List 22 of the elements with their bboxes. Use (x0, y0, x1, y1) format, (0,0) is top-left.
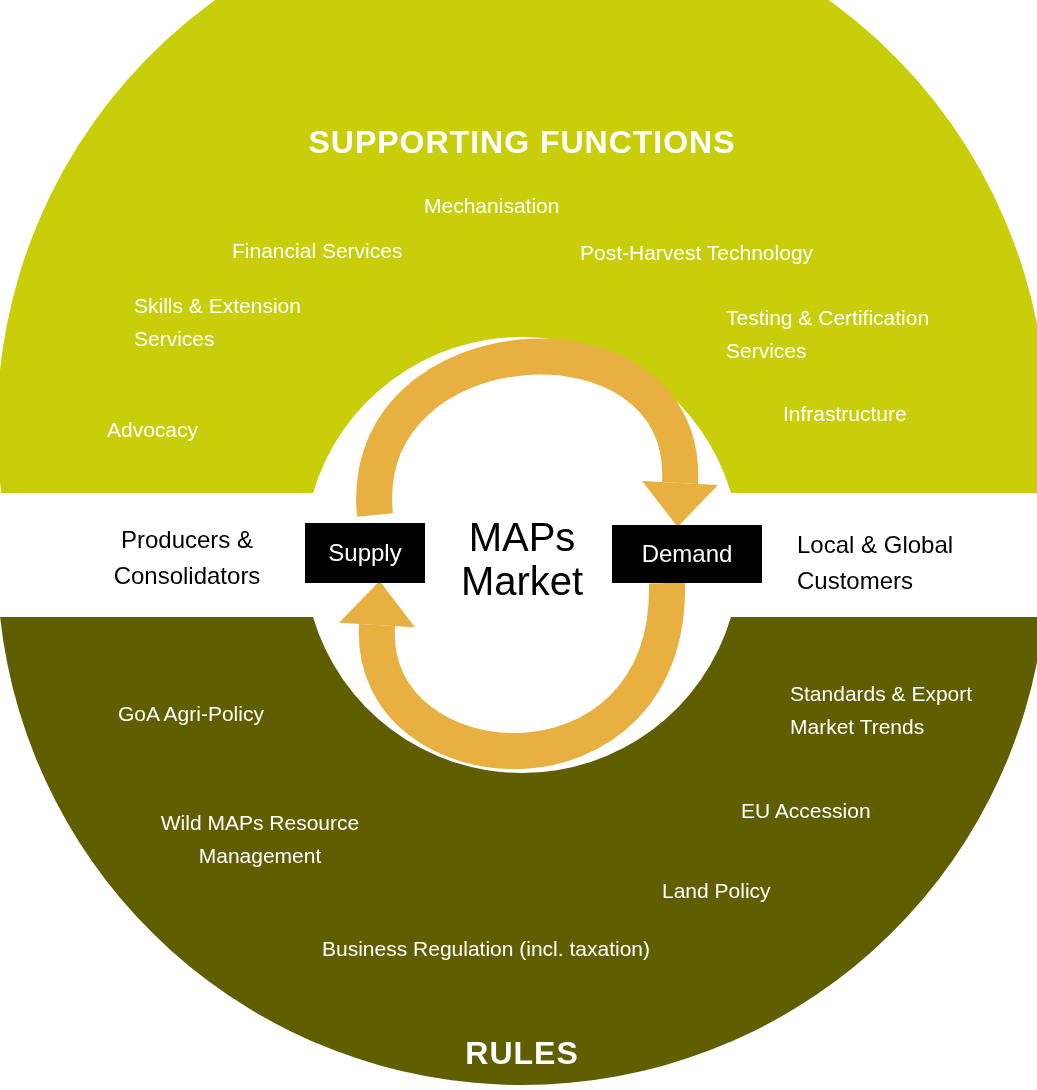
center-title: MAPs Market (442, 515, 602, 603)
factor-text: Land Policy (662, 878, 771, 904)
factor-text: Post-Harvest Technology (580, 240, 814, 266)
factor-text: GoA Agri-Policy (118, 701, 264, 727)
factor-text: Advocacy (107, 417, 199, 443)
factor-text: Wild MAPs Resource Management (159, 810, 361, 869)
market-side-box: Supply (305, 523, 425, 583)
segment-heading: SUPPORTING FUNCTIONS (307, 123, 737, 162)
cycle-arrow (339, 581, 685, 769)
factor-text: Business Regulation (incl. taxation) (322, 936, 650, 962)
market-side-box: Demand (612, 525, 762, 583)
factor-text: Mechanisation (424, 193, 560, 219)
factor-text: EU Accession (741, 798, 871, 824)
actor-label: Local & Global Customers (797, 530, 955, 596)
factor-text: Standards & Export Market Trends (790, 681, 974, 740)
factor-text: Infrastructure (783, 401, 907, 427)
factor-text: Skills & Extension Services (134, 293, 302, 352)
upper-segment (0, 0, 1037, 493)
factor-text: Testing & Certification Services (726, 305, 931, 364)
segment-heading: RULES (464, 1034, 580, 1073)
actor-label: Producers & Consolidators (112, 525, 262, 591)
factor-text: Financial Services (232, 238, 403, 264)
